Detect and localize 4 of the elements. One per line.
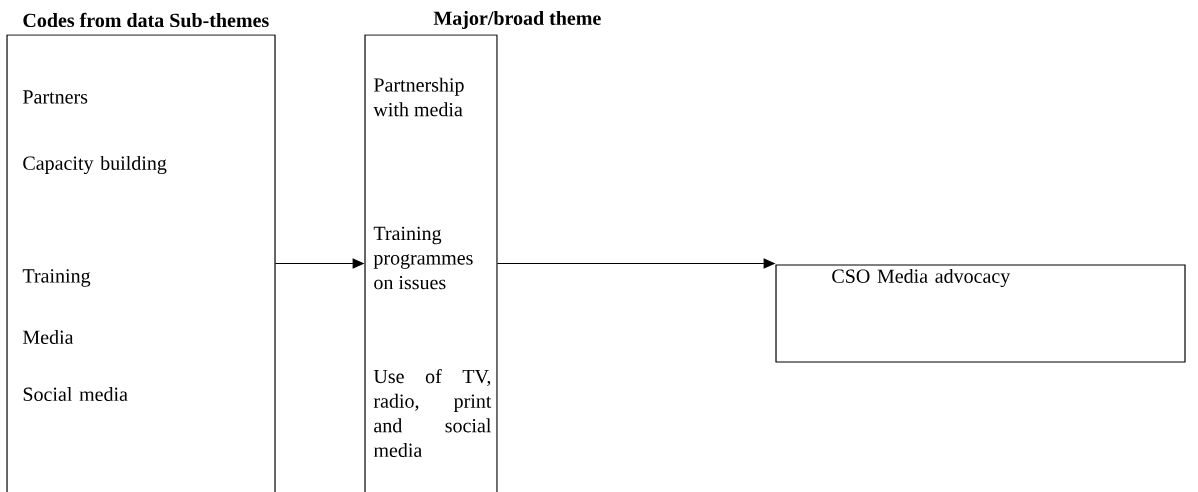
process-box: Partnership with media Training programmes on issues Use of TV, radio, print and social media (364, 34, 498, 492)
process-box: Partners Capacity building Training Media Social media (6, 34, 276, 492)
column-heading: Major/broad theme (433, 10, 601, 30)
process-box: CSO Media advocacy (775, 264, 1186, 363)
